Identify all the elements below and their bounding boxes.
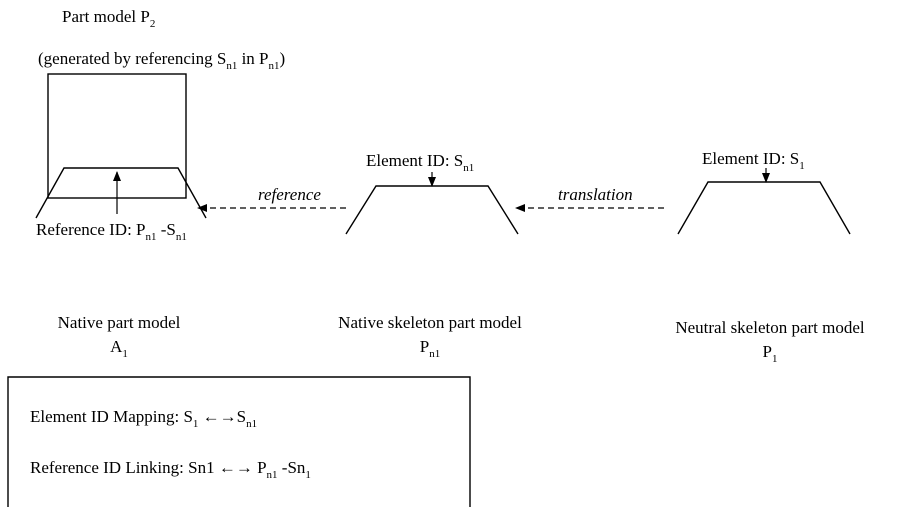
neutral-skeleton-caption: Neutral skeleton part model: [675, 318, 865, 337]
neutral-skeleton-shape: [677, 181, 851, 235]
neutral-skeleton-element-id: Element ID: S1: [702, 149, 805, 172]
element-id-mapping-text: Element ID Mapping: S1 ←→Sn1: [30, 407, 257, 430]
part-model-p2-note: (generated by referencing Sn1 in Pn1): [38, 49, 285, 72]
native-skeleton-element-id: Element ID: Sn1: [366, 151, 474, 174]
neutral-skeleton-caption-id: P1: [763, 342, 778, 365]
reference-id-label: Reference ID: Pn1 -Sn1: [36, 220, 187, 243]
reference-id-linking-text: Reference ID Linking: Sn1 ←→ Pn1 -Sn1: [30, 458, 311, 481]
native-skeleton-shape: [345, 185, 519, 235]
native-skeleton-caption-id: Pn1: [420, 337, 440, 360]
reference-arrow-label: reference: [258, 185, 321, 204]
native-part-caption-id: A1: [110, 337, 128, 360]
native-part-caption: Native part model: [58, 313, 181, 332]
part-model-p2-title: Part model P2: [62, 7, 155, 30]
native-skeleton-caption: Native skeleton part model: [338, 313, 522, 332]
native-part-shape: [35, 167, 207, 219]
translation-arrow-label: translation: [558, 185, 633, 204]
mapping-box-frame: [7, 376, 471, 507]
